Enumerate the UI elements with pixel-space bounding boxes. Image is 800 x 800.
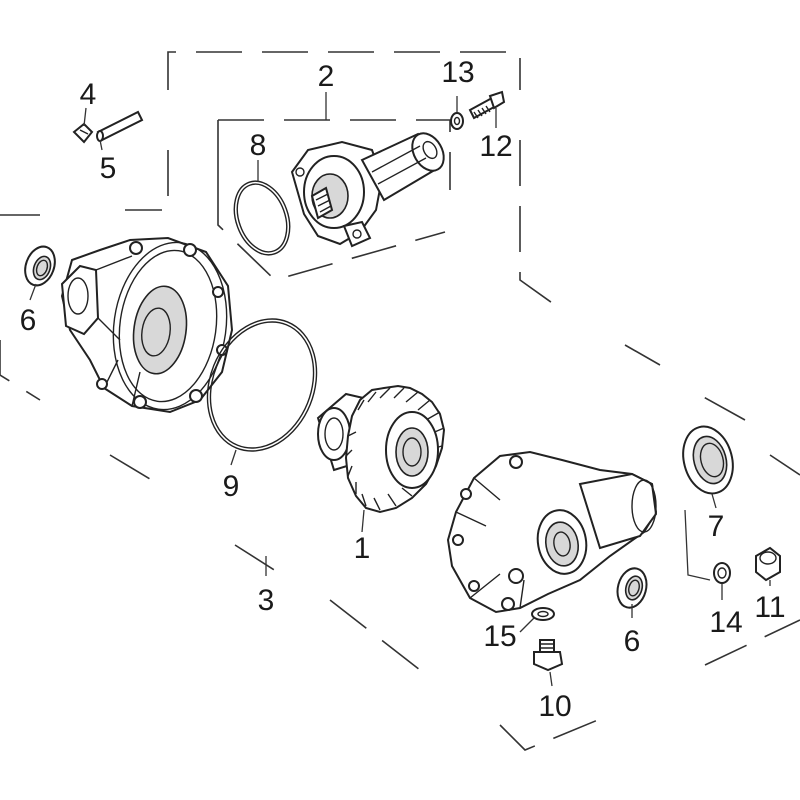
callout-label-15: 15 — [483, 620, 516, 653]
drain-washer-part — [531, 607, 555, 621]
leader-lines — [29, 92, 771, 687]
filler-plug-part — [755, 546, 781, 582]
callout-label-6-left: 6 — [20, 304, 37, 337]
upper-group-border — [125, 51, 556, 306]
clip-part — [72, 122, 94, 144]
rear-gear-case-part — [446, 450, 658, 614]
group-borders — [0, 51, 800, 751]
actuator-group-border — [217, 119, 451, 281]
callout-label-3: 3 — [258, 584, 275, 617]
callout-label-4: 4 — [80, 78, 97, 111]
callout-label-12: 12 — [479, 130, 512, 163]
callout-label-6-right: 6 — [624, 625, 641, 658]
callout-label-8: 8 — [250, 129, 267, 162]
filler-washer-part — [713, 562, 731, 584]
callout-label-9: 9 — [223, 470, 240, 503]
differential-gear-part — [316, 384, 446, 514]
pin-part — [96, 110, 144, 142]
bolt-washer-part — [450, 112, 464, 130]
callout-label-10: 10 — [538, 690, 571, 723]
callout-label-2: 2 — [318, 60, 335, 93]
front-housing-part — [60, 236, 234, 414]
callout-label-7: 7 — [708, 510, 725, 543]
actuator-motor-part — [290, 132, 445, 248]
assembly-border — [0, 214, 800, 751]
large-oil-seal-part — [682, 425, 734, 495]
callout-label-14: 14 — [709, 606, 742, 639]
oil-seal-left-part — [24, 245, 56, 287]
oil-seal-right-part — [616, 567, 648, 609]
callout-label-13: 13 — [441, 56, 474, 89]
small-o-ring-part — [233, 180, 291, 256]
callout-label-5: 5 — [100, 152, 117, 185]
callout-label-11: 11 — [754, 591, 785, 624]
large-o-ring-part — [206, 318, 318, 452]
callout-label-1: 1 — [354, 532, 371, 565]
drain-bolt-part — [533, 639, 564, 672]
actuator-bolt-part — [468, 90, 506, 120]
callout-labels: 1 2 3 4 5 6 6 7 8 9 10 11 12 13 14 15 — [20, 56, 786, 723]
